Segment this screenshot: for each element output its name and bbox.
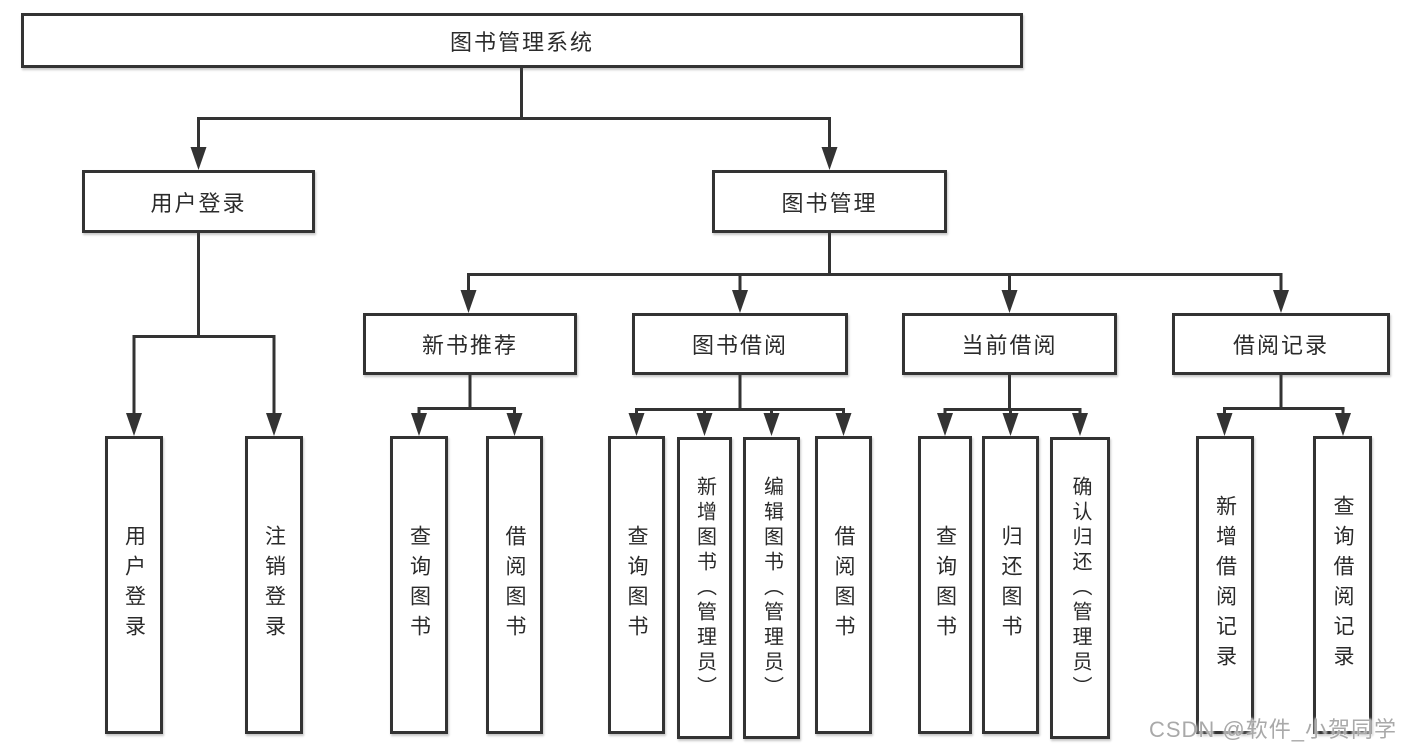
node-current-borrowing-label: 当前借阅	[961, 333, 1058, 358]
csdn-watermark: CSDN @软件_小贺同学	[1148, 717, 1397, 742]
leaf-confirm-return-admin: 确认归还（管理员）	[1050, 437, 1110, 739]
node-new-book-recommend: 新书推荐	[363, 313, 577, 375]
leaf-user-login: 用户登录	[105, 436, 163, 734]
leaf-add-book-admin: 新增图书（管理员）	[677, 437, 732, 739]
node-user-login: 用户登录	[82, 170, 315, 233]
leaf-query-books-recommend: 查询图书	[390, 436, 448, 734]
leaf-user-login-label: 用户登录	[122, 525, 146, 645]
node-book-borrowing: 图书借阅	[632, 313, 848, 375]
leaf-borrow-books-recommend-label: 借阅图书	[503, 525, 526, 645]
leaf-borrow-books-borrowing-label: 借阅图书	[832, 525, 855, 645]
node-new-book-recommend-label: 新书推荐	[421, 333, 518, 358]
leaf-logout-label: 注销登录	[262, 525, 286, 645]
node-current-borrowing: 当前借阅	[902, 313, 1117, 375]
node-borrowing-records: 借阅记录	[1172, 313, 1390, 375]
leaf-add-borrow-record: 新增借阅记录	[1196, 436, 1254, 734]
leaf-return-books-label: 归还图书	[999, 525, 1022, 645]
node-book-borrowing-label: 图书借阅	[691, 333, 788, 358]
leaf-edit-book-admin: 编辑图书（管理员）	[743, 437, 800, 739]
leaf-confirm-return-admin-label: 确认归还（管理员）	[1069, 475, 1091, 701]
leaf-query-borrow-record: 查询借阅记录	[1313, 436, 1372, 734]
node-book-management-label: 图书管理	[781, 190, 878, 216]
leaf-borrow-books-recommend: 借阅图书	[486, 436, 543, 734]
leaf-return-books: 归还图书	[982, 436, 1039, 734]
node-user-login-label: 用户登录	[150, 190, 247, 216]
leaf-query-books-current-label: 查询图书	[933, 525, 957, 645]
leaf-add-borrow-record-label: 新增借阅记录	[1213, 495, 1237, 675]
leaf-query-books-current: 查询图书	[918, 436, 972, 734]
node-root: 图书管理系统	[21, 13, 1023, 68]
leaf-logout: 注销登录	[245, 436, 303, 734]
node-book-management: 图书管理	[712, 170, 947, 233]
leaf-borrow-books-borrowing: 借阅图书	[815, 436, 872, 734]
leaf-query-books-recommend-label: 查询图书	[407, 525, 431, 645]
leaf-query-borrow-record-label: 查询借阅记录	[1331, 495, 1354, 675]
arrowhead-group	[126, 147, 1351, 436]
leaf-query-books-borrowing: 查询图书	[608, 436, 665, 734]
leaf-edit-book-admin-label: 编辑图书（管理员）	[760, 475, 783, 701]
node-borrowing-records-label: 借阅记录	[1232, 333, 1329, 358]
node-root-label: 图书管理系统	[449, 29, 594, 55]
leaf-query-books-borrowing-label: 查询图书	[625, 525, 648, 645]
leaf-add-book-admin-label: 新增图书（管理员）	[693, 475, 716, 701]
